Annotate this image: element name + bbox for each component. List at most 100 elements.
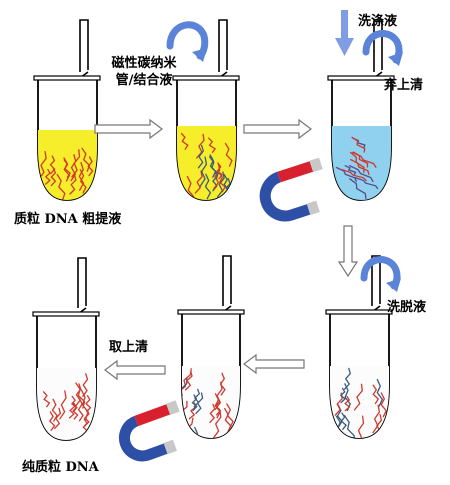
strand: [197, 144, 205, 169]
strand: [208, 156, 219, 180]
strand: [355, 415, 365, 438]
label-add-beads-line-1: 磁性碳纳米: [111, 56, 177, 71]
tube-3-wash: [259, 10, 403, 222]
tube-1-crude-dna: [33, 19, 101, 201]
strand: [213, 163, 221, 190]
step-arrow-icon: [104, 359, 166, 381]
strand: [216, 162, 224, 180]
strand: [354, 177, 379, 190]
label-add-beads-line-2: 管/结合液: [115, 73, 173, 88]
step-arrow-icon: [243, 118, 312, 140]
dna-strands: [42, 373, 92, 437]
strand: [194, 170, 203, 194]
tube-icon: [79, 19, 89, 72]
dna-strands: [38, 147, 94, 200]
strand: [77, 397, 84, 422]
tube-icon: [77, 257, 87, 308]
strand: [209, 403, 216, 424]
strand: [182, 400, 188, 424]
dna-strands: [182, 368, 234, 438]
strand: [212, 409, 222, 438]
strand: [193, 388, 201, 408]
strand: [216, 171, 225, 198]
strand: [372, 404, 381, 434]
strand: [199, 156, 208, 187]
blue-solution: [332, 126, 391, 200]
strand: [214, 381, 223, 410]
tube-icon: [373, 19, 383, 72]
strand: [226, 403, 234, 428]
strand: [376, 378, 384, 407]
strand: [351, 136, 366, 153]
strand: [349, 178, 367, 199]
strand: [80, 389, 89, 421]
label-take-supernatant: 取上清: [109, 340, 149, 355]
strand: [56, 173, 66, 200]
strand: [63, 157, 71, 182]
strand: [353, 383, 363, 411]
yellow-solution: [38, 130, 97, 200]
strand: [224, 407, 232, 433]
strand: [224, 142, 233, 167]
strand: [85, 395, 92, 413]
down-arrow-icon: [335, 10, 354, 56]
tube-icon: [222, 255, 232, 306]
strand: [196, 133, 205, 159]
strand: [87, 156, 94, 177]
strand: [82, 373, 89, 397]
label-add-beads: 磁性碳纳米 管/结合液: [100, 55, 188, 89]
strand: [349, 151, 365, 174]
tube-5-take-supernatant: [118, 255, 245, 462]
strand: [180, 132, 189, 150]
strand: [208, 137, 217, 153]
strand: [38, 150, 47, 180]
label-elution-buffer: 洗脱液: [387, 300, 427, 315]
strand: [343, 367, 352, 390]
label-pure-dna: 纯质粒 DNA: [22, 460, 99, 475]
strand: [352, 151, 369, 168]
strand: [344, 165, 357, 176]
tube-2-add-beads: [166, 19, 240, 201]
strand: [341, 168, 367, 182]
strand: [209, 154, 217, 178]
strand: [75, 383, 82, 407]
strand: [204, 173, 212, 200]
strand: [79, 169, 87, 194]
strand: [42, 391, 51, 408]
tube-icon: [371, 255, 381, 306]
strand: [344, 395, 351, 412]
step-arrow-icon: [337, 225, 359, 278]
strand: [70, 154, 77, 182]
strand: [72, 402, 79, 420]
strand: [69, 174, 77, 195]
step-arrow-icon: [243, 353, 305, 375]
step-arrow-icon: [94, 118, 163, 140]
strand: [48, 411, 56, 431]
strand: [350, 158, 370, 176]
strand: [184, 370, 193, 391]
strand: [51, 398, 58, 422]
strand: [49, 155, 56, 175]
strand: [380, 392, 388, 418]
strand: [78, 161, 85, 191]
strand: [343, 414, 356, 438]
strand: [44, 168, 51, 185]
label-wash-buffer: 洗涤液: [358, 14, 398, 29]
bound-dna-strands: [335, 136, 379, 199]
strand: [349, 165, 374, 183]
strand: [340, 412, 347, 430]
strand: [339, 387, 346, 404]
tube-4-pure-dna: [32, 257, 100, 441]
magnet-icon: [118, 400, 180, 462]
tube-icon: [218, 19, 228, 72]
label-discard-supernatant: 弃上清: [384, 78, 424, 93]
strand: [344, 383, 351, 412]
label-crude-dna: 质粒 DNA 粗提液: [14, 212, 122, 227]
strand: [59, 390, 67, 420]
strand: [372, 384, 380, 405]
magnet-icon: [259, 157, 323, 222]
tube-6-elution: [325, 255, 401, 439]
strand: [50, 167, 57, 187]
strand: [182, 377, 188, 403]
